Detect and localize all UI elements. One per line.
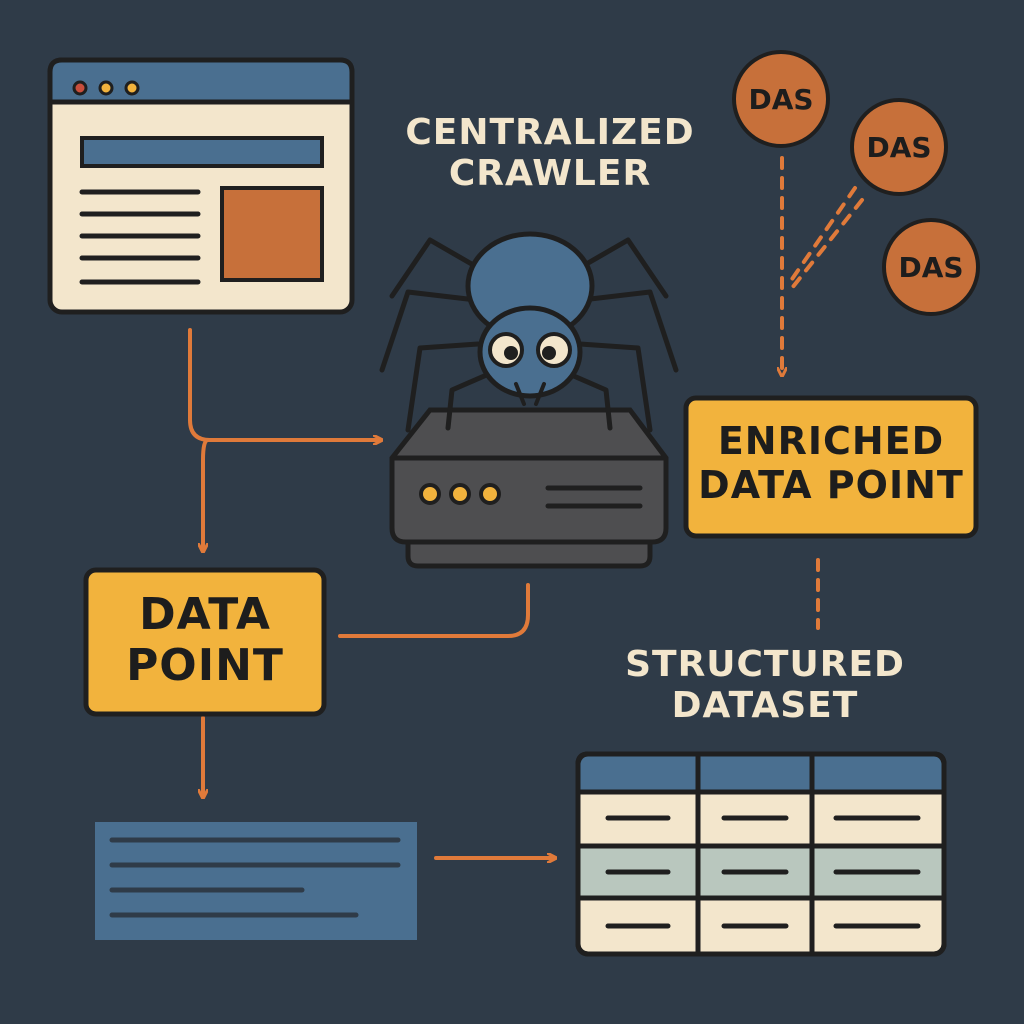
das-node-1: DAS bbox=[732, 50, 830, 148]
dotted-connectors bbox=[782, 156, 864, 630]
das-label: DAS bbox=[748, 82, 814, 116]
enriched-data-point-label: ENRICHED DATA POINT bbox=[686, 419, 976, 507]
server-icon bbox=[389, 407, 669, 569]
line-crawler-to-datapoint bbox=[338, 583, 530, 638]
enriched-line2: DATA POINT bbox=[698, 462, 964, 507]
das-node-3: DAS bbox=[882, 218, 980, 316]
crawler-title-line1: CENTRALIZED bbox=[405, 112, 695, 153]
das-label: DAS bbox=[866, 130, 932, 164]
browser-window-icon bbox=[47, 57, 355, 315]
das-label: DAS bbox=[898, 250, 964, 284]
spider-icon bbox=[379, 231, 679, 433]
data-point-line2: POINT bbox=[126, 639, 284, 691]
crawler-title-line2: CRAWLER bbox=[448, 153, 652, 195]
dotted-das3-merge bbox=[790, 198, 864, 290]
dataset-line1: STRUCTURED bbox=[625, 644, 905, 685]
crawler-title: CENTRALIZED CRAWLER bbox=[380, 112, 720, 195]
data-point-line1: DATA bbox=[139, 589, 271, 640]
arrow-browser-to-crawler bbox=[188, 328, 378, 440]
das-node-2: DAS bbox=[850, 98, 948, 196]
dataset-line2: DATASET bbox=[671, 685, 859, 727]
data-point-label: DATA POINT bbox=[86, 589, 324, 691]
structured-dataset-title: STRUCTURED DATASET bbox=[590, 644, 940, 727]
datapoint-box-shape bbox=[83, 567, 327, 717]
connector-arrows bbox=[188, 328, 552, 858]
dotted-das2-merge bbox=[788, 186, 857, 284]
enriched-line1: ENRICHED bbox=[717, 419, 945, 463]
table-icon bbox=[575, 751, 947, 957]
enriched-box-shape bbox=[683, 395, 979, 539]
text-block-icon bbox=[95, 822, 417, 940]
arrow-browser-to-datapoint bbox=[203, 438, 210, 548]
